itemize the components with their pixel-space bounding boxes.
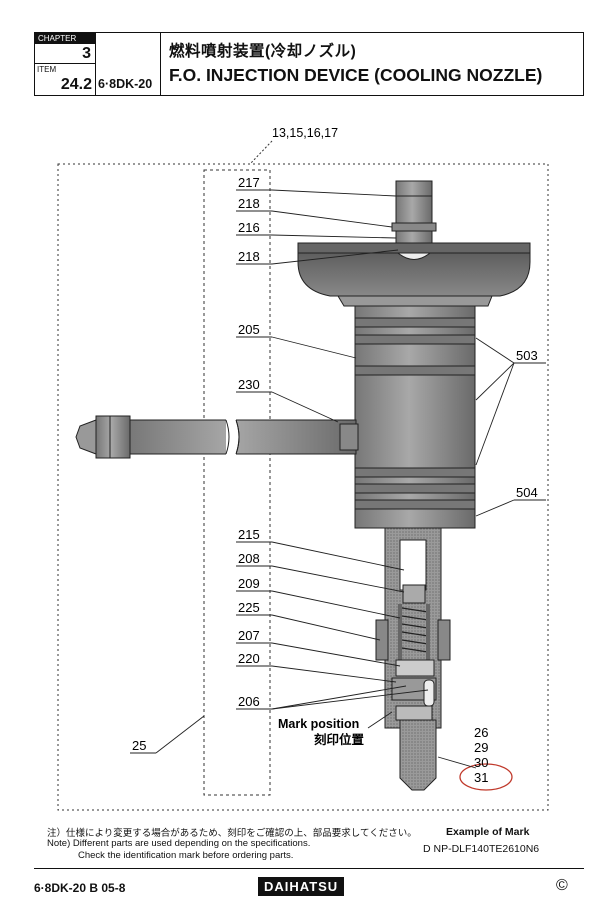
label-29: 29 [474, 740, 488, 755]
label-208: 208 [238, 551, 260, 566]
chapter-label: CHAPTER [35, 33, 95, 44]
label-205: 205 [238, 322, 260, 337]
assembly-leader [249, 140, 273, 165]
item-label: ITEM [37, 65, 57, 74]
label-31: 31 [474, 770, 488, 785]
item-box: ITEM 24.2 [35, 64, 96, 95]
brand-logo: DAIHATSU [258, 877, 345, 896]
item-number: 24.2 [60, 76, 92, 93]
label-220: 220 [238, 651, 260, 666]
label-207: 207 [238, 628, 260, 643]
page-title-en: F.O. INJECTION DEVICE (COOLING NOZZLE) [169, 65, 543, 85]
nozzle-tip [399, 719, 437, 791]
label-218-top: 218 [238, 196, 260, 211]
label-25: 25 [132, 738, 146, 753]
leader-lines [155, 189, 515, 769]
pipe-nut [95, 415, 131, 459]
label-504: 504 [516, 485, 538, 500]
fuel-pipe [127, 419, 357, 455]
nozzle-spring [401, 607, 429, 653]
label-217: 217 [238, 175, 260, 190]
pipe-end [75, 419, 97, 455]
label-209: 209 [238, 576, 260, 591]
pipe-fitting [339, 423, 359, 451]
model-code: 6·8DK-20 [98, 77, 153, 91]
flange [297, 242, 531, 297]
label-30: 30 [474, 755, 488, 770]
mark-position-en: Mark position [278, 717, 359, 731]
label-216: 216 [238, 220, 260, 235]
header-box: CHAPTER 3 ITEM 24.2 6·8DK-20 燃料噴射装置(冷却ノズ… [34, 32, 584, 96]
label-215: 215 [238, 527, 260, 542]
note-en-2: Check the identification mark before ord… [78, 850, 294, 861]
highlight-ring [459, 763, 513, 791]
chapter-box: CHAPTER 3 [35, 33, 96, 64]
label-26: 26 [474, 725, 488, 740]
label-218-lower: 218 [238, 249, 260, 264]
washer [391, 222, 437, 232]
model-box: 6·8DK-20 [96, 33, 161, 95]
label-206: 206 [238, 694, 260, 709]
label-230: 230 [238, 377, 260, 392]
doc-code: 6·8DK-20 B 05-8 [34, 881, 126, 895]
note-jp: 注）仕様により変更する場合があるため、刻印をご確認の上、部品要求してください。 [47, 828, 417, 839]
label-503: 503 [516, 348, 538, 363]
right-labels: 503 504 26 29 30 31 [474, 348, 546, 785]
note-en-1: Note) Different parts are used depending… [47, 838, 311, 849]
left-labels: 217 218 216 218 205 230 215 208 209 225 … [130, 175, 272, 754]
assembly-callout: 13,15,16,17 [272, 126, 338, 140]
label-column-frame [203, 169, 271, 796]
footer-rule [34, 868, 584, 869]
page-title-jp: 燃料噴射装置(冷却ノズル) [169, 43, 357, 60]
assembly-frame [57, 163, 549, 811]
top-nut [395, 180, 433, 224]
label-225: 225 [238, 600, 260, 615]
copyright-icon: © [556, 877, 568, 894]
chapter-number: 3 [82, 45, 91, 62]
mark-example-title: Example of Mark [446, 826, 530, 838]
mark-position-jp: 刻印位置 [314, 732, 365, 747]
mark-example-value: D NP-DLF140TE2610N6 [423, 843, 540, 855]
